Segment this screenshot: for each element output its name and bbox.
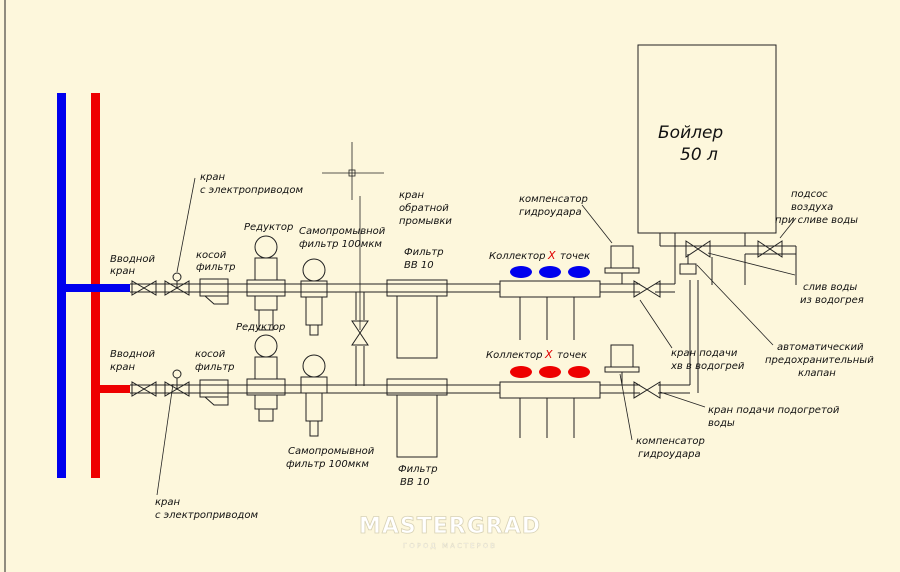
strainer-top-label-2: фильтр (196, 262, 236, 273)
comp-top-label: компенсатор (519, 194, 588, 205)
drain-label-2: из водогрея (800, 295, 864, 306)
selfclean-bottom-label: Самопромывной (288, 446, 375, 457)
selfclean-bottom-label-2: фильтр 100мкм (286, 459, 369, 470)
bb10-filter-bottom (386, 378, 448, 458)
collector-top (499, 266, 601, 340)
strainer-top-label: косой (196, 250, 227, 261)
feed-hot-label: кран подачи подогретой (708, 405, 840, 416)
air-label: подсос (791, 189, 828, 200)
collector-top-label: Коллектор (489, 251, 545, 262)
backflush-label: кран (399, 190, 425, 201)
safety-label-2: предохранительный (765, 355, 874, 366)
watermark-logo: MASTERGRAD ГОРОД МАСТЕРОВ (359, 514, 541, 551)
comp-bottom-label-2: гидроудара (638, 449, 701, 460)
inlet-bottom-label-2: кран (110, 362, 136, 373)
inlet-top-label-2: кран (110, 266, 136, 277)
collector-top-label-b: точек (560, 251, 590, 262)
selfclean-top-label-2: фильтр 100мкм (299, 239, 382, 250)
strainer-bottom (199, 379, 229, 406)
air-valve (757, 240, 771, 258)
strainer-top (199, 278, 229, 305)
filter-top-label-2: ВВ 10 (404, 260, 434, 271)
safety-valve (679, 263, 697, 275)
feed-valve-cold (633, 280, 661, 298)
electro-valve-top-label: кран (200, 172, 226, 183)
filter-bottom-label-2: ВВ 10 (400, 477, 430, 488)
electro-valve-bottom-label-2: с электроприводом (155, 510, 258, 521)
collector-top-x: X (547, 249, 556, 262)
selfclean-filter-top (300, 258, 328, 336)
filter-top-label: Фильтр (404, 247, 444, 258)
reducer-bottom (246, 334, 286, 422)
feed-hot-label-2: воды (708, 418, 735, 429)
compensator-top (604, 245, 640, 284)
boiler-label: Бойлер (658, 123, 723, 143)
crosshair-cursor (322, 142, 384, 200)
backflush-valve (351, 292, 369, 386)
comp-top-label-2: гидроудара (519, 207, 582, 218)
hot-line (130, 280, 699, 458)
filter-bottom-label: Фильтр (398, 464, 438, 475)
selfclean-top-label: Самопромывной (299, 226, 386, 237)
feed-cold-label: кран подачи (671, 348, 738, 359)
boiler-volume: 50 л (680, 145, 718, 165)
hot-branch (91, 385, 130, 393)
watermark-main: MASTERGRAD (359, 514, 541, 539)
inlet-valve-top (131, 280, 157, 296)
safety-label-3: клапан (798, 368, 836, 379)
collector-bottom (499, 366, 601, 438)
feed-valve-hot (633, 381, 661, 399)
backflush-label-3: промывки (399, 216, 452, 227)
electro-valve-bottom-label: кран (155, 497, 181, 508)
labels: Бойлер 50 л кран с электроприводом Вводн… (110, 123, 874, 521)
electro-valve-bottom (164, 369, 190, 397)
selfclean-filter-bottom (300, 354, 328, 437)
watermark-sub: ГОРОД МАСТЕРОВ (403, 542, 497, 550)
inlet-top-label: Вводной (110, 254, 155, 265)
cold-branch (57, 284, 130, 292)
cold-line (130, 233, 676, 359)
backflush-label-2: обратной (399, 202, 449, 214)
drain-valve (685, 240, 699, 258)
collector-bottom-label-b: точек (557, 350, 587, 361)
air-label-2: воздуха (791, 202, 833, 213)
boiler (637, 44, 797, 285)
compensator-bottom (604, 344, 640, 385)
leader-lines (156, 177, 797, 496)
collector-bottom-x: X (544, 348, 553, 361)
bb10-filter-top (386, 279, 448, 359)
reducer-top (246, 235, 286, 331)
collector-bottom-label: Коллектор (486, 350, 542, 361)
safety-label: автоматический (777, 342, 864, 353)
reducer-top-label: Редуктор (244, 222, 293, 233)
inlet-bottom-label: Вводной (110, 349, 155, 360)
drain-label: слив воды (803, 282, 857, 293)
air-label-3: при сливе воды (775, 215, 858, 226)
inlet-valve-bottom (131, 381, 157, 397)
comp-bottom-label: компенсатор (636, 436, 705, 447)
strainer-bottom-label: косой (195, 349, 226, 360)
feed-cold-label-2: хв в водогрей (670, 361, 745, 372)
electro-valve-top (164, 272, 190, 296)
strainer-bottom-label-2: фильтр (195, 362, 235, 373)
electro-valve-top-label-2: с электроприводом (200, 185, 303, 196)
reducer-bottom-label: Редуктор (236, 322, 285, 333)
